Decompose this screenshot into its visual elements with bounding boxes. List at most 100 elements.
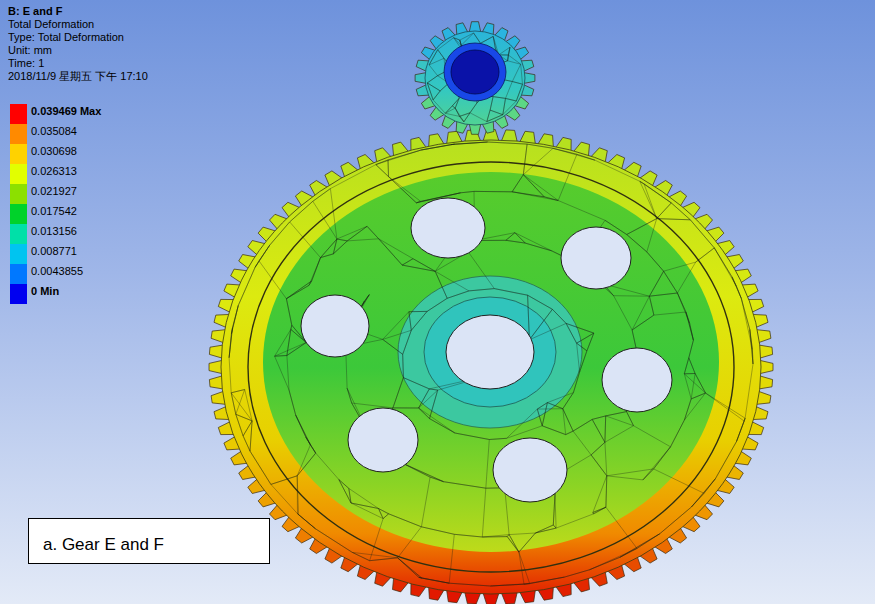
mesh-line: [684, 373, 695, 374]
mesh-line: [435, 271, 447, 298]
mesh-line: [347, 388, 352, 403]
mesh-line: [506, 98, 517, 101]
mesh-line: [290, 201, 313, 222]
mesh-line: [593, 507, 606, 514]
mesh-line: [507, 537, 519, 553]
mesh-line: [577, 343, 587, 351]
mesh-line: [421, 144, 455, 150]
mesh-line: [649, 296, 654, 315]
mesh-line: [620, 534, 660, 558]
mesh-line: [691, 393, 705, 399]
mesh-line: [393, 378, 404, 408]
mesh-line: [592, 416, 606, 420]
mesh-line: [297, 445, 310, 476]
mesh-lines: [229, 142, 753, 586]
pinion-ring: [444, 43, 506, 101]
mesh-line: [447, 291, 469, 298]
mesh-line: [231, 305, 238, 333]
mesh-line: [542, 426, 566, 435]
legend-value: 0.026313: [31, 165, 77, 178]
mesh-line: [409, 311, 427, 312]
mesh-line: [552, 309, 566, 323]
mesh-line: [421, 144, 455, 150]
mesh-line: [535, 525, 553, 533]
mesh-line: [664, 271, 678, 293]
mesh-line: [649, 293, 677, 296]
mesh-line: [411, 311, 427, 330]
mesh-line: [296, 415, 311, 445]
mesh-line: [287, 356, 289, 391]
mesh-line: [389, 177, 417, 203]
legend-swatch: [10, 124, 27, 144]
mesh-line: [573, 419, 592, 431]
mesh-line: [605, 426, 634, 443]
rim-edge: [248, 162, 734, 572]
mesh-line: [429, 389, 437, 390]
mesh-line: [309, 258, 321, 286]
mesh-line: [330, 189, 337, 239]
mesh-line: [290, 222, 321, 258]
mesh-line: [445, 108, 455, 113]
pinion-body: [425, 31, 525, 125]
mesh-line: [339, 480, 351, 504]
mesh-line: [469, 289, 494, 291]
mesh-line: [419, 389, 430, 408]
mesh-line: [523, 144, 527, 175]
mesh-line: [490, 97, 493, 111]
mesh-line: [563, 393, 574, 409]
mesh-line: [489, 438, 506, 439]
mesh-line: [419, 408, 455, 433]
mesh-line: [509, 535, 519, 553]
mesh-line: [427, 83, 440, 91]
mesh-line: [632, 315, 654, 330]
mesh-line: [430, 419, 455, 433]
mesh-line: [684, 358, 689, 374]
legend-value: 0.017542: [31, 205, 77, 218]
mesh-line: [402, 354, 404, 377]
mesh-line: [490, 110, 503, 115]
mesh-line: [427, 298, 447, 311]
mesh-line: [507, 537, 519, 553]
mesh-line: [321, 239, 337, 258]
mesh-line: [558, 154, 577, 200]
mesh-line: [403, 378, 429, 389]
mesh-line: [455, 108, 464, 122]
mesh-line: [452, 98, 459, 106]
mesh-line: [519, 533, 536, 552]
mesh-line: [547, 393, 573, 403]
mesh-line: [337, 239, 347, 241]
mesh-line: [527, 144, 553, 148]
mesh-line: [352, 403, 393, 408]
mesh-line: [243, 436, 250, 451]
mesh-line: [523, 175, 544, 197]
mesh-line: [606, 507, 637, 548]
mesh-line: [684, 374, 705, 393]
mesh-line: [506, 98, 517, 101]
mesh-line: [573, 419, 592, 431]
mesh-line: [455, 98, 459, 108]
mesh-line: [481, 36, 494, 43]
mesh-line: [243, 421, 252, 436]
mesh-line: [604, 416, 606, 442]
legend-swatch: [10, 184, 27, 204]
mesh-line: [741, 298, 752, 349]
mesh-line: [398, 558, 422, 578]
mesh-line: [690, 220, 714, 248]
mesh-line: [383, 312, 409, 340]
mesh-line: [299, 515, 316, 529]
mesh-line: [573, 372, 579, 393]
mesh-line: [451, 142, 488, 145]
mesh-line: [393, 407, 419, 408]
mesh-line: [566, 431, 573, 435]
mesh-line: [524, 577, 564, 584]
mesh-line: [445, 106, 452, 113]
mesh-line: [297, 476, 298, 514]
mesh-line: [429, 65, 438, 76]
mesh-line: [607, 476, 643, 480]
gear-rim: [221, 140, 761, 594]
mesh-line: [486, 440, 490, 489]
mesh-line: [433, 91, 440, 100]
mesh-line: [376, 165, 389, 177]
mesh-line: [587, 333, 594, 351]
mesh-line: [506, 240, 525, 243]
